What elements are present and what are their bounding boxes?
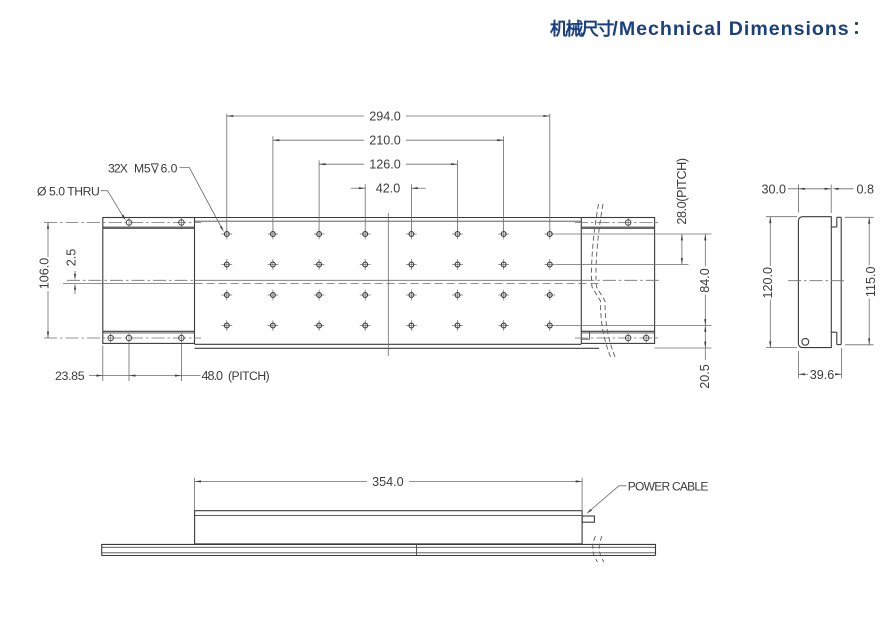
svg-text:30.0: 30.0 (762, 182, 787, 196)
svg-text:23.85: 23.85 (55, 369, 85, 383)
svg-text:(PITCH): (PITCH) (228, 369, 270, 383)
svg-text:354.0: 354.0 (372, 475, 404, 489)
svg-text:0.8: 0.8 (857, 182, 875, 196)
svg-text:32X: 32X (108, 162, 128, 176)
svg-text:POWER CABLE: POWER CABLE (628, 480, 709, 494)
svg-text:115.0: 115.0 (864, 267, 878, 298)
svg-text:120.0: 120.0 (761, 267, 775, 299)
svg-text:294.0: 294.0 (369, 110, 401, 124)
svg-text:126.0: 126.0 (369, 158, 401, 172)
svg-text:210.0: 210.0 (369, 134, 401, 148)
svg-text:39.6: 39.6 (810, 368, 835, 382)
svg-text:48.0: 48.0 (202, 369, 224, 383)
svg-text:M5: M5 (134, 162, 151, 176)
svg-text:84.0: 84.0 (698, 268, 712, 293)
svg-text:106.0: 106.0 (38, 258, 52, 290)
svg-text:28.0(PITCH): 28.0(PITCH) (675, 158, 689, 224)
svg-text:6.0: 6.0 (161, 162, 178, 176)
svg-text:Ø 5.0 THRU: Ø 5.0 THRU (37, 184, 99, 198)
svg-text:20.5: 20.5 (698, 364, 712, 389)
svg-text:42.0: 42.0 (376, 182, 401, 196)
svg-text:2.5: 2.5 (65, 249, 79, 267)
